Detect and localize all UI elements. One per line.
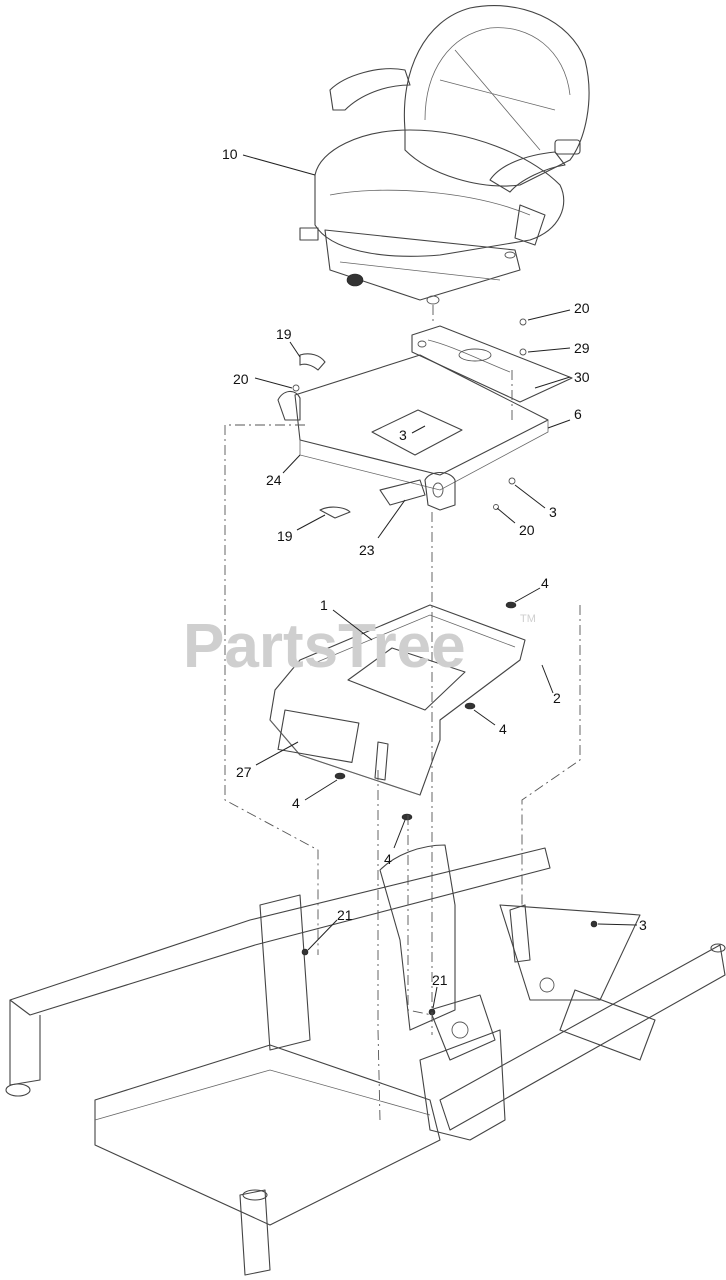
callout-label: 4 xyxy=(292,795,300,811)
callout-label: 30 xyxy=(574,369,590,385)
seat-assembly xyxy=(299,5,590,305)
callout-label: 1 xyxy=(320,597,328,613)
callout-label: 24 xyxy=(266,472,282,488)
callout-label: 21 xyxy=(432,972,448,988)
callout-label: 3 xyxy=(549,504,557,520)
callout-label: 20 xyxy=(574,300,590,316)
callout-label: 19 xyxy=(277,528,293,544)
callout-label: 29 xyxy=(574,340,590,356)
callout-label: 20 xyxy=(519,522,535,538)
callout-label: 3 xyxy=(639,917,647,933)
callout-label: 4 xyxy=(384,851,392,867)
seat-platform xyxy=(269,601,526,821)
callout-label: 6 xyxy=(574,406,582,422)
callout-label: 4 xyxy=(541,575,549,591)
callout-label: 23 xyxy=(359,542,375,558)
callout-label: 27 xyxy=(236,764,252,780)
callout-label: 19 xyxy=(276,326,292,342)
alignment-lines xyxy=(224,305,581,1121)
callouts: 10 19 20 20 29 30 3 6 24 3 19 23 20 4 1 … xyxy=(222,146,647,1009)
callout-label: 21 xyxy=(337,907,353,923)
callout-label: 2 xyxy=(553,690,561,706)
callout-label: 4 xyxy=(499,721,507,737)
callout-label: 10 xyxy=(222,146,238,162)
watermark-trademark: TM xyxy=(520,613,536,625)
watermark: PartsTree TM xyxy=(183,612,536,681)
mower-frame xyxy=(5,844,726,1276)
seat-mount-plate xyxy=(277,318,573,519)
watermark-text: PartsTree xyxy=(183,612,466,681)
callout-label: 20 xyxy=(233,371,249,387)
callout-label: 3 xyxy=(399,427,407,443)
